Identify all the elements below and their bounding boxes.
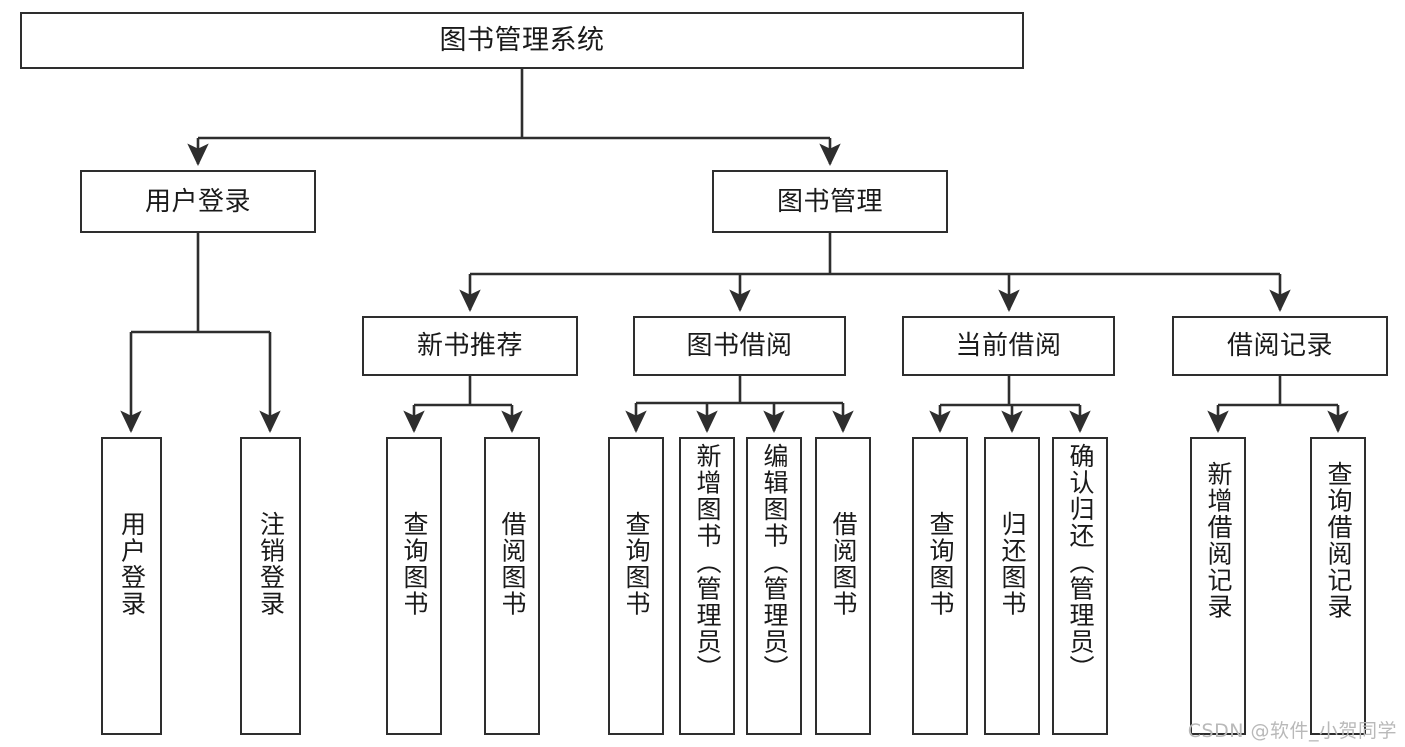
node-label: 新书推荐 xyxy=(416,331,523,361)
node-label: 当前借阅 xyxy=(955,331,1062,361)
node-leaf-user-login[interactable]: 用户登录 xyxy=(101,437,162,735)
node-label: 借阅记录 xyxy=(1226,331,1333,361)
node-leaf-query-borrow-record[interactable]: 查询借阅记录 xyxy=(1310,437,1366,735)
node-label: 借阅图书 xyxy=(498,511,527,617)
node-leaf-query-book-current[interactable]: 查询图书 xyxy=(912,437,968,735)
node-leaf-query-book-recommend[interactable]: 查询图书 xyxy=(386,437,442,735)
node-user-login[interactable]: 用户登录 xyxy=(80,170,316,233)
node-label: 用户登录 xyxy=(117,511,147,617)
node-label: 借阅图书 xyxy=(829,511,858,617)
node-leaf-borrow-book-borrow[interactable]: 借阅图书 xyxy=(815,437,871,735)
node-borrow-record[interactable]: 借阅记录 xyxy=(1172,316,1388,376)
watermark-text: CSDN @软件_小贺同学 xyxy=(1187,720,1397,742)
node-label: 编辑图书（管理员） xyxy=(760,443,789,682)
node-label: 确认归还（管理员） xyxy=(1066,443,1095,682)
node-label: 查询借阅记录 xyxy=(1324,461,1353,620)
node-label: 图书借阅 xyxy=(686,331,793,361)
node-label: 归还图书 xyxy=(998,511,1027,617)
node-label: 查询图书 xyxy=(926,511,955,617)
node-label: 查询图书 xyxy=(400,511,429,617)
node-book-borrow[interactable]: 图书借阅 xyxy=(633,316,846,376)
node-current-borrow[interactable]: 当前借阅 xyxy=(902,316,1115,376)
node-label: 注销登录 xyxy=(256,511,286,617)
node-label: 图书管理 xyxy=(776,186,883,217)
node-leaf-return-book[interactable]: 归还图书 xyxy=(984,437,1040,735)
node-leaf-edit-book-admin[interactable]: 编辑图书（管理员） xyxy=(746,437,802,735)
node-label: 新增借阅记录 xyxy=(1204,461,1233,620)
node-leaf-add-book-admin[interactable]: 新增图书（管理员） xyxy=(679,437,735,735)
node-label: 新增图书（管理员） xyxy=(693,443,722,682)
node-leaf-borrow-book-recommend[interactable]: 借阅图书 xyxy=(484,437,540,735)
node-leaf-user-logout[interactable]: 注销登录 xyxy=(240,437,301,735)
node-label: 用户登录 xyxy=(144,186,251,217)
node-book-manage[interactable]: 图书管理 xyxy=(712,170,948,233)
node-label: 图书管理系统 xyxy=(439,25,605,56)
node-new-book-recommend[interactable]: 新书推荐 xyxy=(362,316,578,376)
node-leaf-query-book-borrow[interactable]: 查询图书 xyxy=(608,437,664,735)
node-leaf-add-borrow-record[interactable]: 新增借阅记录 xyxy=(1190,437,1246,735)
node-label: 查询图书 xyxy=(622,511,651,617)
node-leaf-confirm-return-admin[interactable]: 确认归还（管理员） xyxy=(1052,437,1108,735)
node-root-system[interactable]: 图书管理系统 xyxy=(20,12,1024,69)
